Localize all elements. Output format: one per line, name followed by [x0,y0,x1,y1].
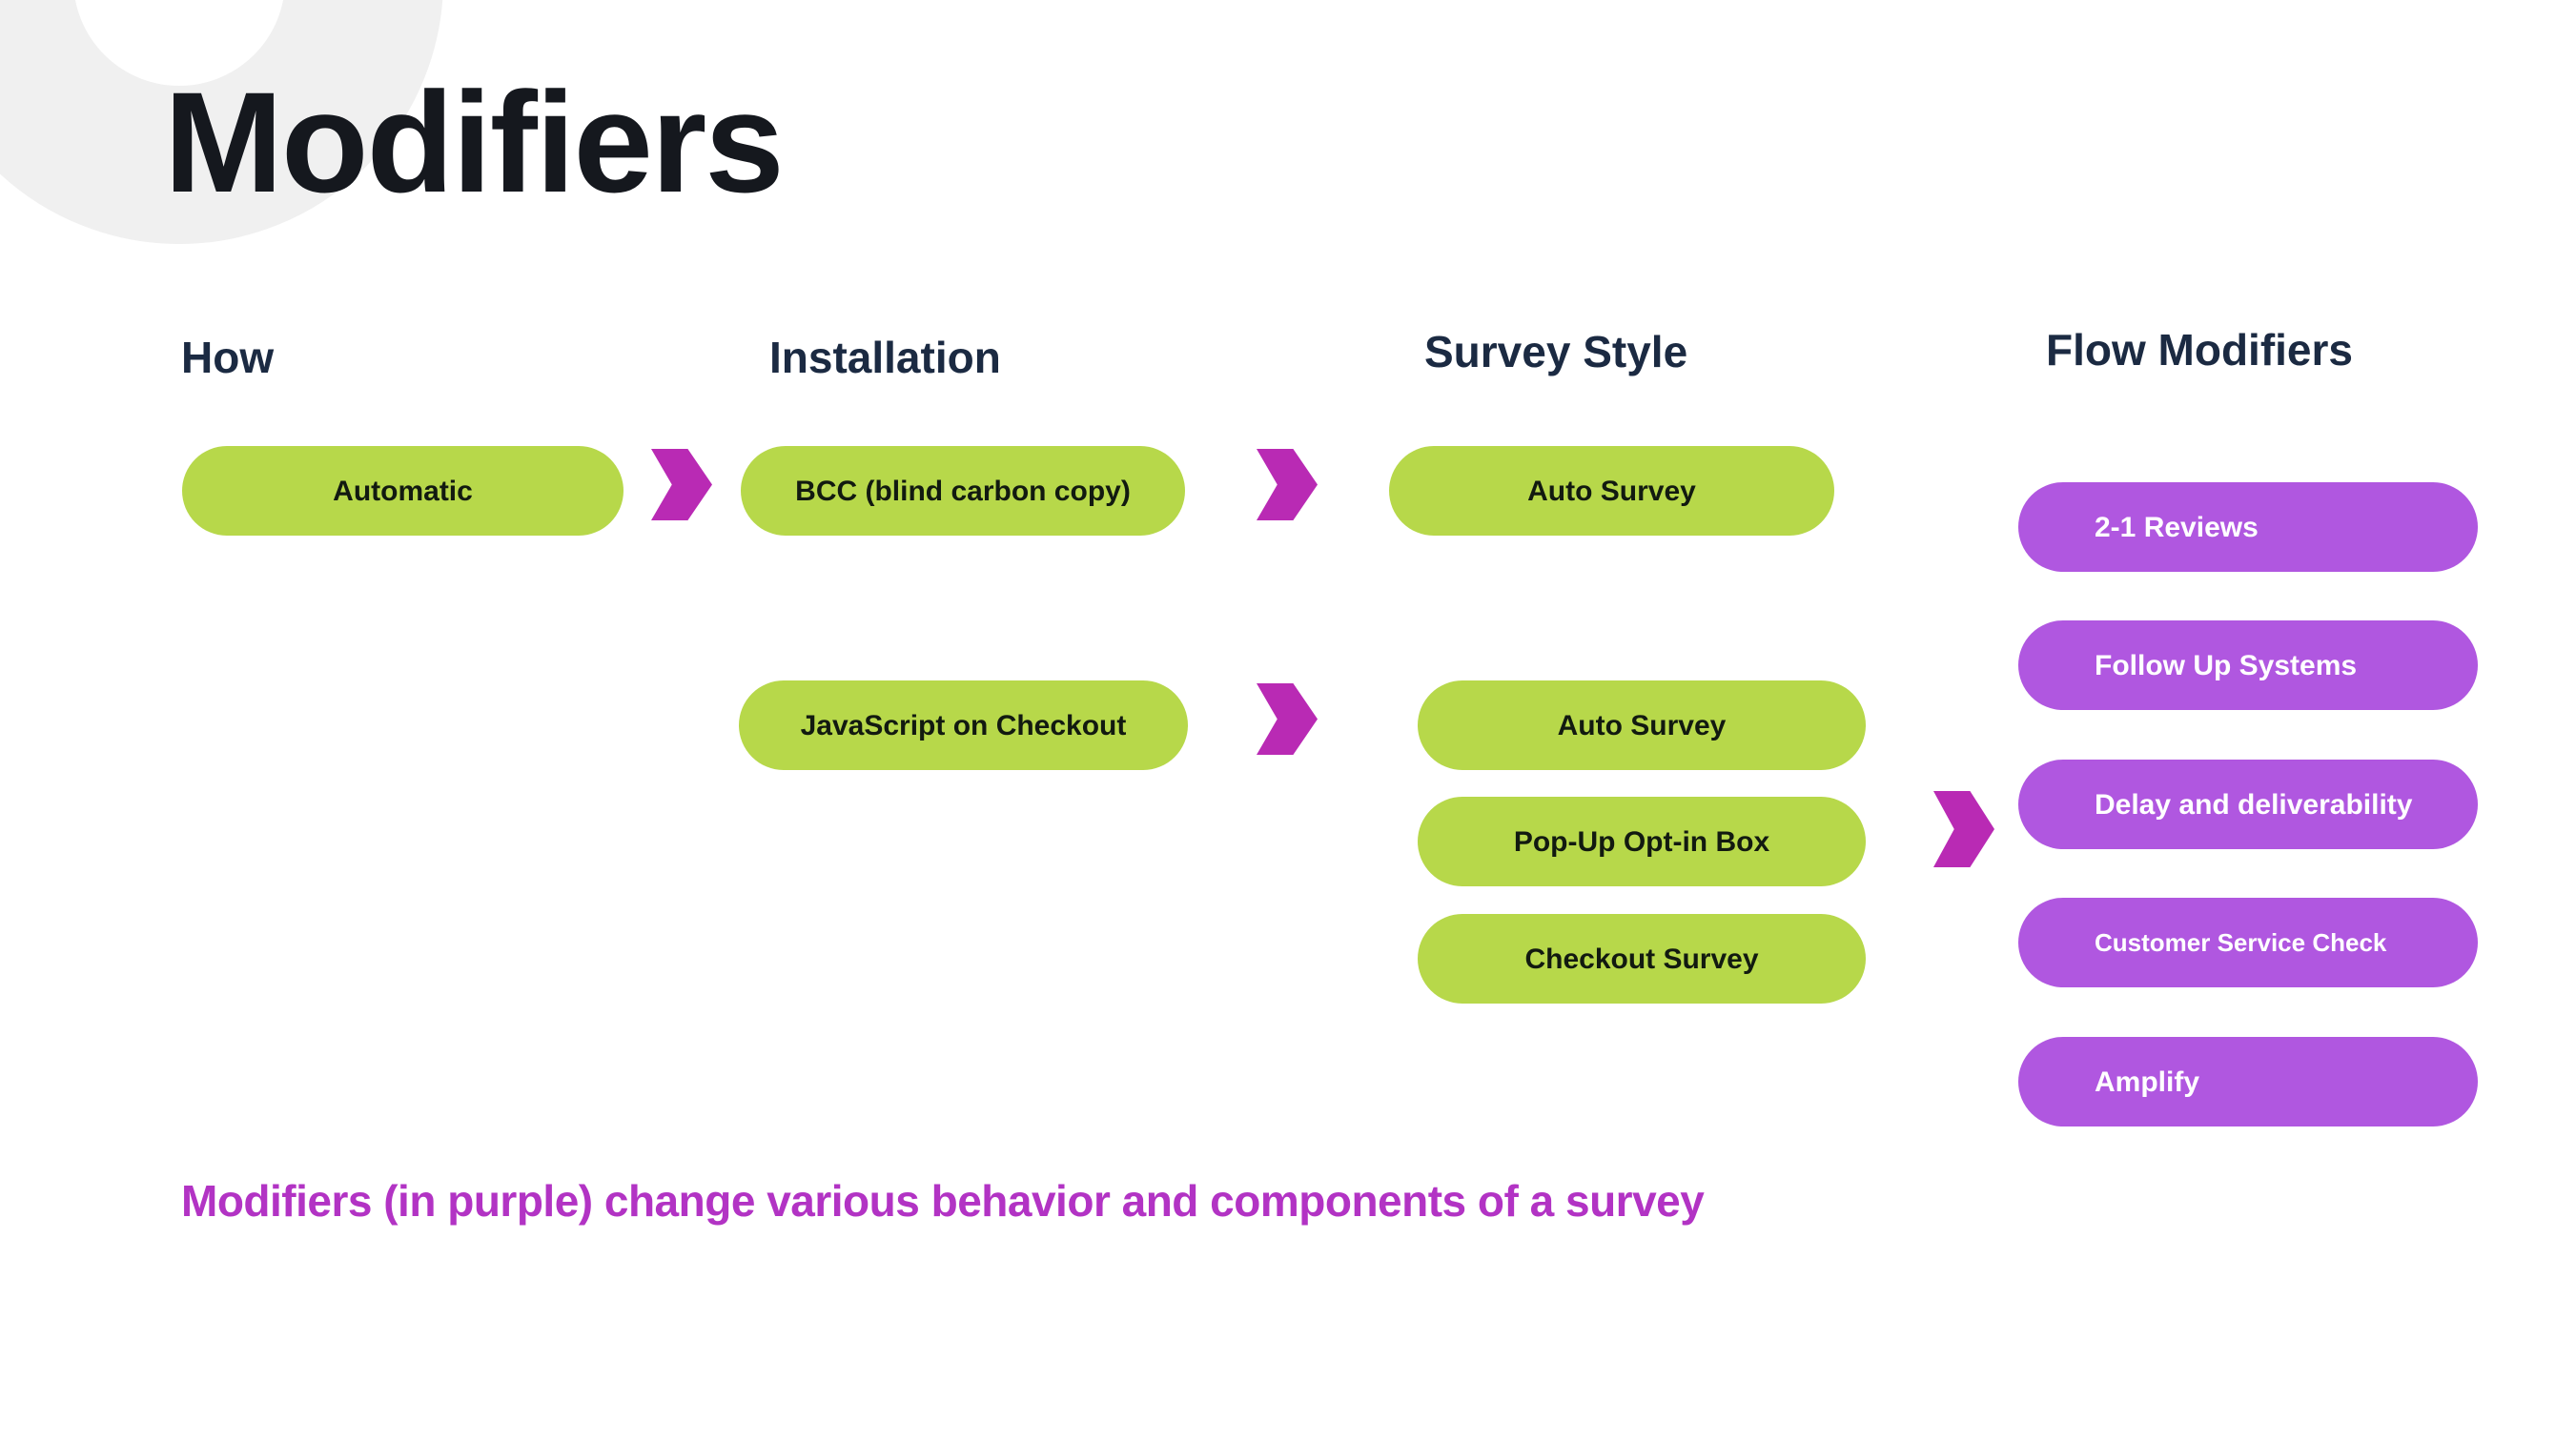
slide-title: Modifiers [164,62,785,222]
pill-bcc-blind-carbon-copy: BCC (blind carbon copy) [741,446,1185,536]
pill-automatic: Automatic [182,446,624,536]
pill-follow-up-systems: Follow Up Systems [2018,620,2478,710]
column-heading-how: How [181,333,275,382]
slide-caption: Modifiers (in purple) change various beh… [181,1176,1705,1226]
pill-delay-and-deliverability: Delay and deliverability [2018,760,2478,849]
chevron-right-arrow-icon [1257,449,1318,520]
chevron-right-arrow-icon [1257,683,1318,755]
pill-amplify: Amplify [2018,1037,2478,1126]
chevron-right-arrow-icon [651,449,712,520]
pill-2-1-reviews: 2-1 Reviews [2018,482,2478,572]
pill-auto-survey-row2: Auto Survey [1418,680,1866,770]
chevron-right-arrow-icon [1933,791,1994,867]
pill-javascript-on-checkout: JavaScript on Checkout [739,680,1188,770]
pill-customer-service-check: Customer Service Check [2018,898,2478,987]
column-heading-flow-modifiers: Flow Modifiers [2046,325,2353,375]
column-heading-installation: Installation [769,333,1001,382]
pill-pop-up-opt-in-box: Pop-Up Opt-in Box [1418,797,1866,886]
pill-checkout-survey: Checkout Survey [1418,914,1866,1004]
column-heading-survey-style: Survey Style [1424,327,1688,376]
pill-auto-survey-row1: Auto Survey [1389,446,1834,536]
